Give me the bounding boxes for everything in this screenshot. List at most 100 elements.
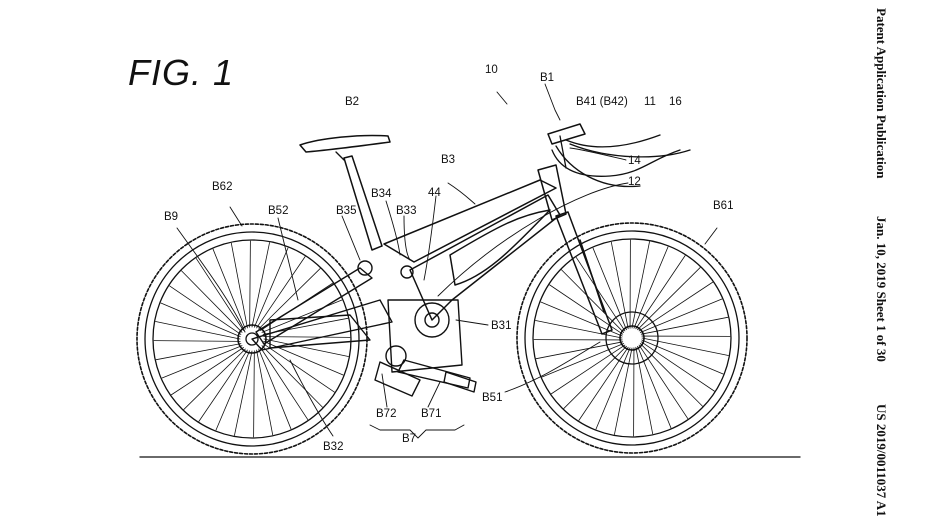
spoke [261, 345, 323, 408]
front-spokes [533, 239, 731, 437]
spoke [155, 343, 242, 361]
spoke [635, 255, 686, 330]
drive-unit [374, 299, 477, 397]
spoke [253, 247, 289, 328]
label-B41: B41 (B42) [576, 96, 628, 108]
spoke [181, 270, 243, 333]
label-B33: B33 [396, 205, 417, 217]
spoke [251, 242, 270, 328]
spoke [540, 301, 623, 337]
spoke [249, 240, 251, 328]
spoke [535, 341, 624, 360]
spoke [258, 268, 321, 330]
label-B34: B34 [371, 188, 392, 200]
label-B31: B31 [491, 320, 512, 332]
spoke [633, 246, 669, 329]
spoke [641, 339, 724, 375]
spoke [169, 285, 242, 335]
spoke [595, 347, 631, 430]
label-B72: B72 [376, 408, 397, 420]
handlebar [547, 123, 691, 188]
label-12: 12 [628, 176, 641, 188]
swingarm [251, 260, 414, 351]
label-B9: B9 [164, 211, 179, 223]
saddle [299, 134, 391, 161]
spoke [260, 347, 309, 420]
spoke [212, 248, 246, 330]
front-hub [619, 325, 645, 351]
spoke [215, 350, 251, 431]
spoke [198, 349, 248, 422]
spoke [258, 348, 292, 430]
spoke [261, 299, 343, 333]
front-tire [516, 222, 748, 454]
label-B52: B52 [268, 205, 289, 217]
spoke [639, 298, 723, 333]
spoke [262, 343, 335, 393]
spoke [256, 349, 274, 436]
spoke [635, 346, 654, 435]
figure-title: FIG. 1 [128, 52, 235, 93]
spoke [551, 344, 626, 395]
spoke [640, 341, 715, 392]
spoke [631, 241, 650, 329]
label-14: 14 [628, 155, 641, 167]
spoke [639, 343, 703, 407]
leader-lines [176, 83, 718, 439]
label-44: 44 [428, 187, 441, 199]
spoke [183, 348, 246, 410]
date-sheet: Jan. 10, 2019 Sheet 1 of 30 [874, 216, 889, 362]
frame [343, 155, 613, 335]
spoke [637, 267, 701, 331]
spoke [535, 320, 623, 339]
label-B71: B71 [421, 408, 442, 420]
label-16: 16 [669, 96, 682, 108]
spoke [563, 345, 627, 409]
spoke [160, 302, 241, 338]
spoke [253, 350, 255, 438]
spoke [640, 316, 729, 335]
rear-spokes [153, 240, 351, 438]
spoke [263, 338, 349, 357]
spoke [575, 257, 626, 332]
spoke [614, 347, 633, 435]
spoke [171, 347, 244, 396]
spoke [155, 321, 241, 340]
label-B2: B2 [345, 96, 360, 108]
spoke [638, 344, 689, 419]
label-11: 11 [644, 96, 656, 108]
spoke [561, 269, 625, 333]
label-B32: B32 [323, 441, 344, 453]
rear-hub [237, 324, 267, 354]
rear-tire [136, 223, 368, 455]
publication-number: US 2019/0011037 A1 [874, 404, 889, 517]
publication-type: Patent Application Publication [874, 8, 889, 179]
spoke [637, 345, 672, 429]
label-B35: B35 [336, 205, 357, 217]
label-10: 10 [485, 64, 498, 76]
spoke [641, 337, 729, 356]
label-B7: B7 [402, 433, 417, 445]
label-B1: B1 [540, 72, 555, 84]
label-B62: B62 [212, 181, 233, 193]
label-B61: B61 [713, 200, 734, 212]
spoke [263, 336, 351, 338]
patent-header: Patent Application Publication Jan. 10, … [871, 8, 889, 520]
spoke [592, 247, 627, 331]
spoke [153, 340, 241, 342]
spoke [541, 343, 625, 378]
spoke [256, 256, 306, 329]
spoke [234, 350, 253, 436]
spoke [195, 258, 244, 331]
spoke [610, 241, 629, 330]
label-B51: B51 [482, 392, 503, 404]
front-wheel [516, 222, 748, 454]
rear-wheel [136, 223, 368, 455]
label-B3: B3 [441, 154, 456, 166]
spoke [230, 242, 248, 329]
spoke [638, 281, 713, 332]
spoke [578, 346, 629, 421]
spoke [161, 345, 243, 379]
brake-disc [605, 311, 659, 365]
